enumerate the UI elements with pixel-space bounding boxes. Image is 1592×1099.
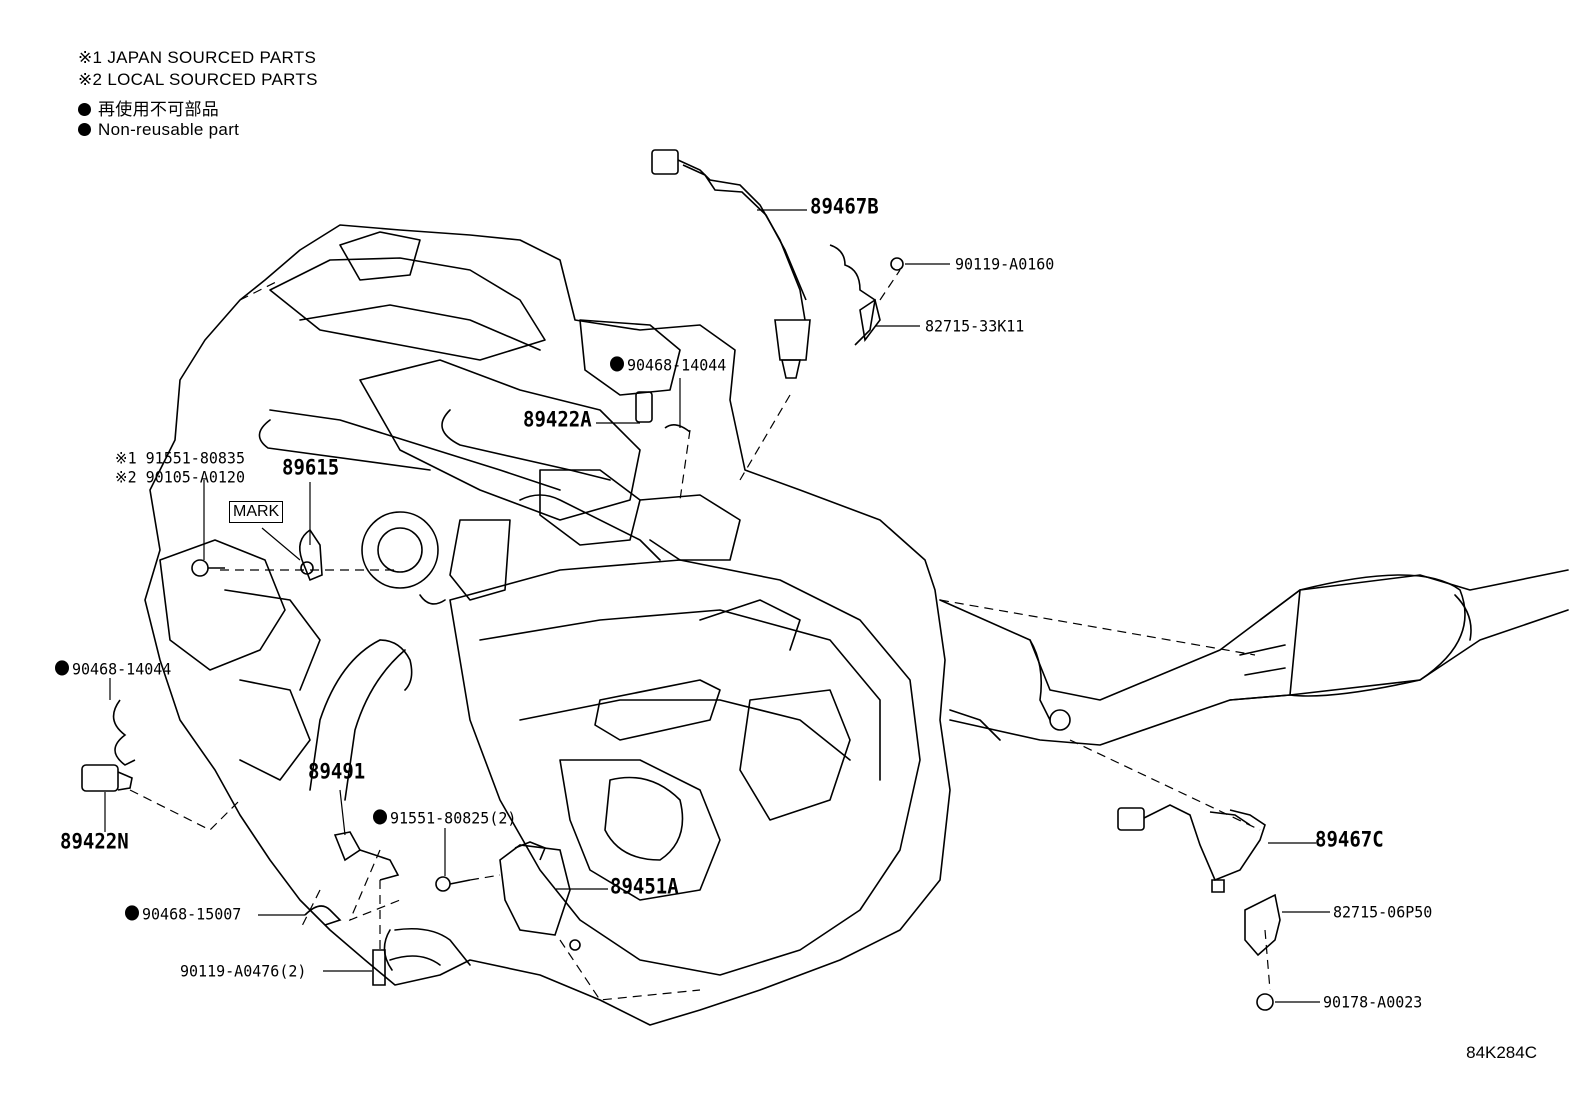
label-91551-80825: 91551-80825(2)	[373, 809, 516, 827]
bullet-icon	[55, 660, 69, 676]
label-text: 90468-14044	[72, 659, 172, 679]
legend-non-reusable-en: Non-reusable part	[78, 120, 239, 140]
label-89467c: 89467C	[1315, 827, 1384, 853]
legend-local-sourced: ※2 LOCAL SOURCED PARTS	[78, 70, 318, 89]
label-89615: 89615	[282, 455, 340, 481]
label-90468-14044-top: 90468-14044	[610, 356, 726, 374]
label-82715-33k11: 82715-33K11	[925, 316, 1025, 336]
label-text: 90468-14044	[627, 355, 727, 375]
label-90178-a0023: 90178-A0023	[1323, 992, 1423, 1012]
label-90119-a0476: 90119-A0476(2)	[180, 961, 307, 981]
label-89422a: 89422A	[523, 407, 592, 433]
bullet-icon	[610, 356, 624, 372]
bullet-icon	[78, 123, 91, 136]
label-89491: 89491	[308, 759, 366, 785]
label-90119-a0160: 90119-A0160	[955, 254, 1055, 274]
label-89467b: 89467B	[810, 194, 879, 220]
label-90468-15007: 90468-15007	[125, 905, 241, 923]
legend-text: 再使用不可部品	[98, 100, 220, 119]
label-91551-80835: ※1 91551-80835	[115, 448, 245, 468]
diagram-code: 84K284C	[1466, 1043, 1537, 1062]
label-82715-06p50: 82715-06P50	[1333, 902, 1433, 922]
engine-outline	[144, 224, 951, 1026]
mark-callout: MARK	[229, 501, 284, 523]
label-text: 90468-15007	[142, 904, 242, 924]
label-text: 91551-80825(2)	[390, 808, 517, 828]
label-90468-14044-left: 90468-14044	[55, 660, 171, 678]
bullet-icon	[373, 809, 387, 825]
legend-japan-sourced: ※1 JAPAN SOURCED PARTS	[78, 48, 317, 67]
legend-non-reusable-jp: 再使用不可部品	[78, 95, 219, 120]
legend-text: Non-reusable part	[98, 120, 240, 139]
label-89422n: 89422N	[60, 829, 129, 855]
label-89451a: 89451A	[610, 874, 679, 900]
bullet-icon	[125, 905, 139, 921]
label-90105-a0120: ※2 90105-A0120	[115, 467, 245, 487]
bullet-icon	[78, 103, 91, 116]
